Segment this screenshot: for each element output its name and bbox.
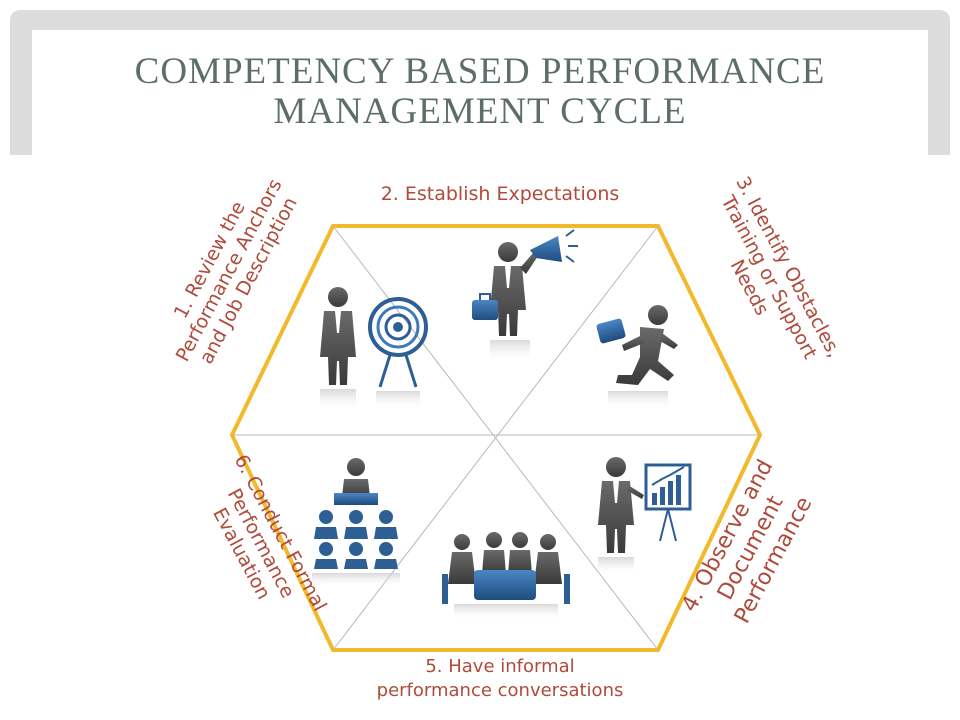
- step-5-line-1: 5. Have informal: [425, 656, 574, 677]
- title-line-1: Competency Based Performance: [134, 51, 826, 92]
- step-label-2: 2. Establish Expectations: [381, 183, 620, 205]
- slide-title: Competency Based Performance Management …: [40, 52, 920, 132]
- running-businessman-icon: [596, 305, 678, 409]
- meeting-table-icon: [442, 532, 570, 620]
- hierarchy-team-icon: [312, 458, 400, 587]
- chart-presenter-icon: [598, 457, 692, 575]
- slide-header-inner: [32, 30, 928, 155]
- target-presenter-icon: [320, 287, 428, 411]
- title-line-2: Management Cycle: [273, 91, 687, 132]
- step-5-line-2: performance conversations: [377, 680, 624, 701]
- megaphone-speaker-icon: [472, 229, 578, 362]
